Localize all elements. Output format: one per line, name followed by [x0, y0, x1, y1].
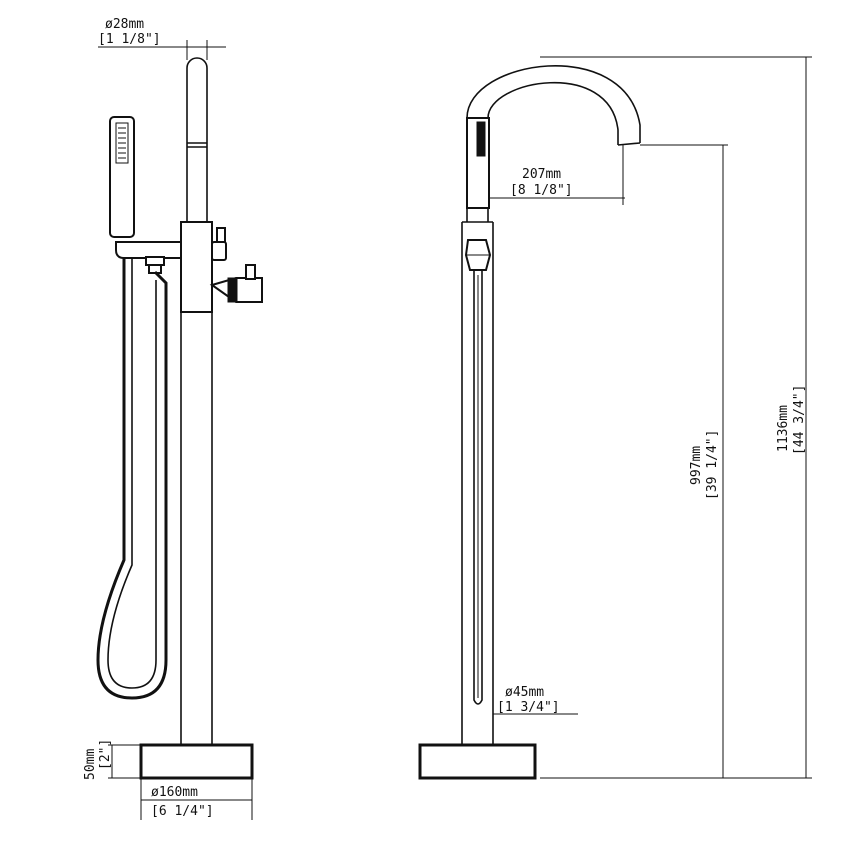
dim-base-height-mm: 50mm [83, 749, 98, 780]
holder-arm [115, 241, 182, 274]
valve-body [180, 221, 213, 313]
dim-spout-reach: 207mm [8 1/8"] [488, 145, 625, 205]
dim-spout-height-inch: [39 1/4"] [705, 430, 720, 500]
dim-spout-diameter-inch: [1 1/8"] [98, 32, 161, 47]
dim-spout-height: 997mm [39 1/4"] [640, 144, 728, 778]
dim-spout-diameter: ø28mm [1 1/8"] [98, 17, 226, 60]
dim-base-diameter: ø160mm [6 1/4"] [140, 778, 253, 820]
side-view: 207mm [8 1/8"] 1136mm [44 3/4"] 997mm [3… [418, 56, 812, 780]
front-spout-tube [186, 57, 208, 222]
shower-hose [96, 258, 168, 700]
hand-shower [109, 116, 135, 238]
front-view: ø28mm [1 1/8"] 50mm [2"] ø160mm [6 1/4"] [83, 17, 263, 820]
side-hand-shower [466, 117, 490, 209]
dim-total-height-inch: [44 3/4"] [792, 385, 807, 455]
dim-base-height-inch: [2"] [98, 739, 113, 770]
dim-column-diameter-mm: ø45mm [505, 685, 544, 700]
dim-spout-height-mm: 997mm [689, 446, 704, 485]
side-hose [473, 270, 483, 705]
dim-column-diameter: ø45mm [1 3/4"] [461, 685, 578, 720]
diverter-knob [211, 227, 227, 261]
dim-base-height: 50mm [2"] [83, 739, 141, 780]
front-base [139, 743, 254, 780]
dim-total-height: 1136mm [44 3/4"] [540, 56, 812, 779]
side-holder [464, 239, 492, 271]
dim-spout-reach-inch: [8 1/8"] [510, 183, 573, 198]
dim-spout-diameter-mm: ø28mm [105, 17, 144, 32]
mixer-lever [209, 264, 263, 303]
dim-column-diameter-inch: [1 3/4"] [497, 700, 560, 715]
gooseneck-spout [466, 65, 641, 222]
front-column [180, 310, 213, 745]
dim-total-height-mm: 1136mm [776, 405, 791, 452]
dim-spout-reach-mm: 207mm [522, 167, 561, 182]
dim-base-diameter-mm: ø160mm [151, 785, 198, 800]
shower-hose-inner [107, 258, 157, 689]
side-base [418, 743, 537, 780]
dim-base-diameter-inch: [6 1/4"] [151, 804, 214, 819]
